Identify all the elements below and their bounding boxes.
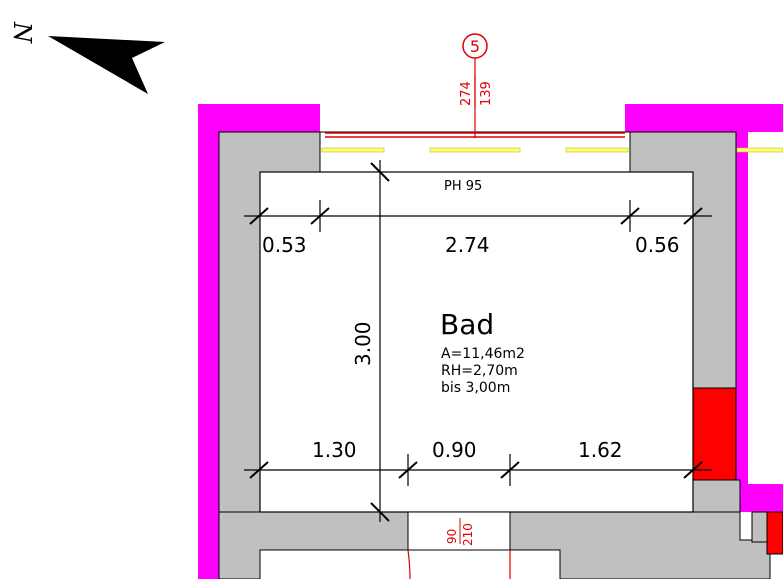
door-frame xyxy=(407,511,511,551)
dimension-left: 3.00 xyxy=(351,160,390,522)
exterior-wall-right-lower xyxy=(740,484,783,512)
dim-top-tick-4 xyxy=(683,207,703,225)
door-height: 210 xyxy=(461,523,475,546)
dimension-top: 0.53 2.74 0.56 xyxy=(244,200,712,257)
north-arrow-icon xyxy=(48,36,165,94)
dim-top-value-1: 0.53 xyxy=(262,233,307,257)
window-glass-right xyxy=(736,147,783,153)
window-glass-3 xyxy=(565,147,629,153)
door-label: 90 210 xyxy=(445,518,475,546)
window-top xyxy=(319,131,783,173)
north-label: N xyxy=(8,21,36,44)
wall-right-lower xyxy=(692,479,741,513)
room-interior xyxy=(259,171,694,513)
concrete-walls xyxy=(218,131,783,579)
dim-left-tick-1 xyxy=(370,162,390,182)
axis-number: 5 xyxy=(470,37,480,56)
axis-top-value: 274 xyxy=(459,81,474,106)
dim-left-tick-2 xyxy=(370,502,390,522)
dim-bottom-value-1: 1.30 xyxy=(312,438,357,462)
columns xyxy=(692,387,783,555)
room-name: Bad xyxy=(440,308,494,341)
wall-bottom-left xyxy=(218,511,409,579)
room-height-to: bis 3,00m xyxy=(441,380,510,396)
dim-bottom-value-3: 1.62 xyxy=(578,438,623,462)
axis-marker: 5 274 139 xyxy=(459,33,494,138)
exterior-walls xyxy=(198,104,783,579)
room-label: Bad A=11,46m2 RH=2,70m bis 3,00m xyxy=(440,308,525,396)
dim-top-value-3: 0.56 xyxy=(635,233,680,257)
column-right xyxy=(692,387,737,481)
window-label: PH 95 xyxy=(444,179,482,194)
window-glass-2 xyxy=(429,147,521,153)
dim-bottom-tick-1 xyxy=(249,461,269,479)
dimension-bottom: 1.30 0.90 1.62 xyxy=(244,438,712,486)
room-height: RH=2,70m xyxy=(441,363,518,379)
door-width: 90 xyxy=(445,529,459,544)
wall-bottom-right xyxy=(509,511,771,579)
exterior-wall-left xyxy=(198,104,219,579)
dim-top-value-2: 2.74 xyxy=(445,233,490,257)
door-swing-left xyxy=(407,549,411,579)
dim-bottom-value-2: 0.90 xyxy=(432,438,477,462)
axis-bottom-value: 139 xyxy=(479,81,494,106)
window-glass-1 xyxy=(321,147,385,153)
column-corner xyxy=(766,511,783,555)
dim-top-tick-1 xyxy=(249,207,269,225)
room-area: A=11,46m2 xyxy=(441,346,525,362)
exterior-wall-right-vertical xyxy=(736,104,748,484)
dim-left-value: 3.00 xyxy=(351,321,375,366)
dim-bottom-tick-4 xyxy=(683,461,703,479)
north-arrow: N xyxy=(8,21,165,94)
door-opening xyxy=(407,511,511,579)
exterior-wall-top-right xyxy=(625,104,740,132)
